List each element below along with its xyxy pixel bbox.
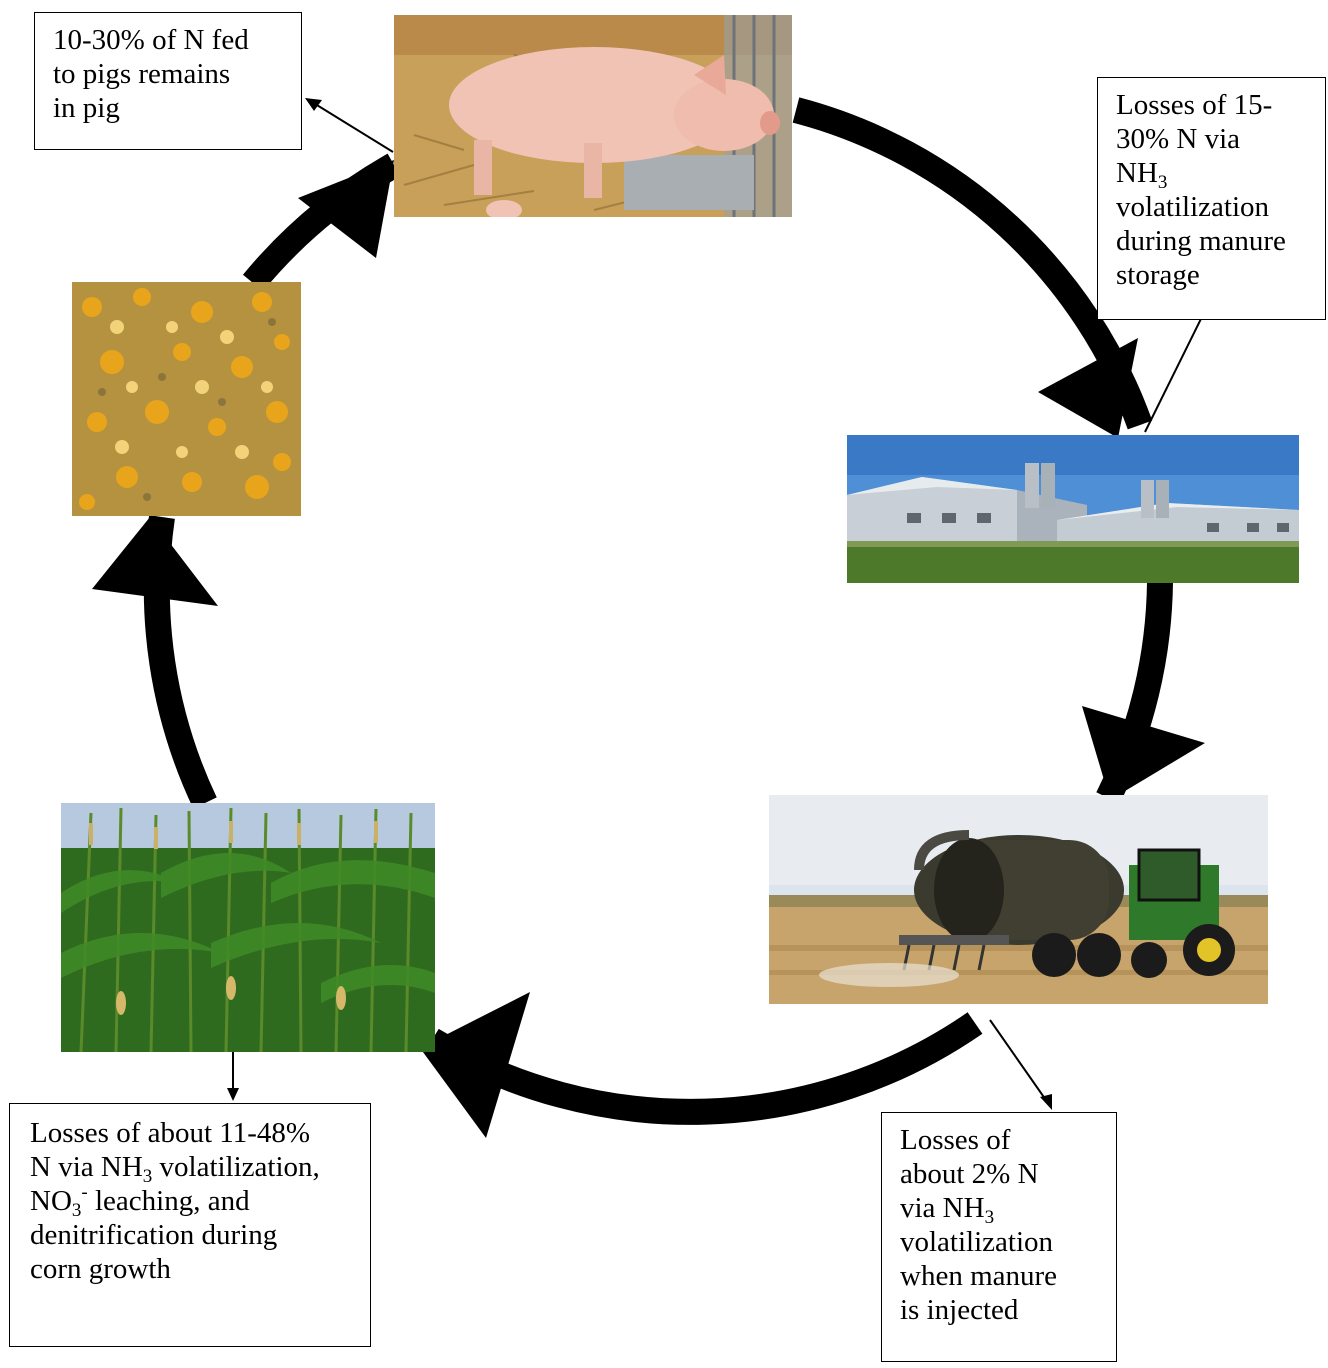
note-line: NO3- leaching, and [30,1182,350,1221]
cycle-arrowhead [1038,338,1138,438]
note-line: 30% N via [1116,123,1241,155]
note-line: storage [1116,259,1200,291]
swine-barn-photo-icon [847,435,1299,583]
cornfield-photo-icon [61,803,435,1052]
note-line: Losses of 15- [1116,89,1273,121]
nitrate-text: NO [30,1185,72,1217]
leaching-text: leaching, and [87,1185,250,1217]
note-line: volatilization [1116,191,1270,223]
leader-line [989,1019,1049,1104]
manure-storage-loss-note: Losses of 15- 30% N via NH3 volatilizati… [1097,77,1326,320]
note-line: about 2% N [900,1158,1039,1190]
note-line: is injected [900,1294,1019,1326]
subscript: 3 [984,1207,995,1228]
subscript: 3 [71,1200,82,1221]
leader-arrowhead [305,98,322,111]
subscript: 3 [1157,172,1168,193]
note-line: NH3 [1116,156,1307,193]
leader-arrowhead [1040,1094,1052,1110]
note-line: during manure [1116,225,1286,257]
leader-line [311,101,394,153]
note-line: volatilization [900,1226,1054,1258]
note-line: N via NH3 volatilization, [30,1150,350,1187]
note-line: denitrification during [30,1219,278,1251]
via-nh-text: via NH [900,1192,985,1224]
note-line: Losses of about 11-48% [30,1117,311,1149]
note-line: Losses of [900,1124,1011,1156]
pig-photo-icon [394,15,792,217]
manure-tanker-tractor-photo-icon [769,795,1268,1004]
cycle-arrowhead [298,160,394,258]
note-line: to pigs remains [53,58,231,90]
leader-arrowhead [227,1088,239,1101]
volatilization-text: volatilization, [152,1151,320,1183]
manure-injection-loss-note: Losses of about 2% N via NH3 volatilizat… [881,1112,1117,1362]
via-nh-text: N via NH [30,1151,143,1183]
pig-nitrogen-retention-note: 10-30% of N fed to pigs remains in pig [34,12,302,150]
superscript: - [81,1182,88,1203]
cycle-arrowhead [92,517,218,606]
cycle-arrowhead [420,992,530,1138]
note-line: 10-30% of N fed [53,24,249,56]
note-line: when manure [900,1260,1058,1292]
nh-text: NH [1116,157,1158,189]
corn-growth-loss-note: Losses of about 11-48% N via NH3 volatil… [9,1103,371,1347]
subscript: 3 [142,1166,153,1187]
cracked-corn-photo-icon [72,282,301,516]
cycle-arrowhead [1082,706,1205,800]
note-line: in pig [53,92,120,124]
note-line: corn growth [30,1253,171,1285]
note-line: via NH3 [900,1191,1098,1228]
cycle-ring [425,1012,983,1125]
